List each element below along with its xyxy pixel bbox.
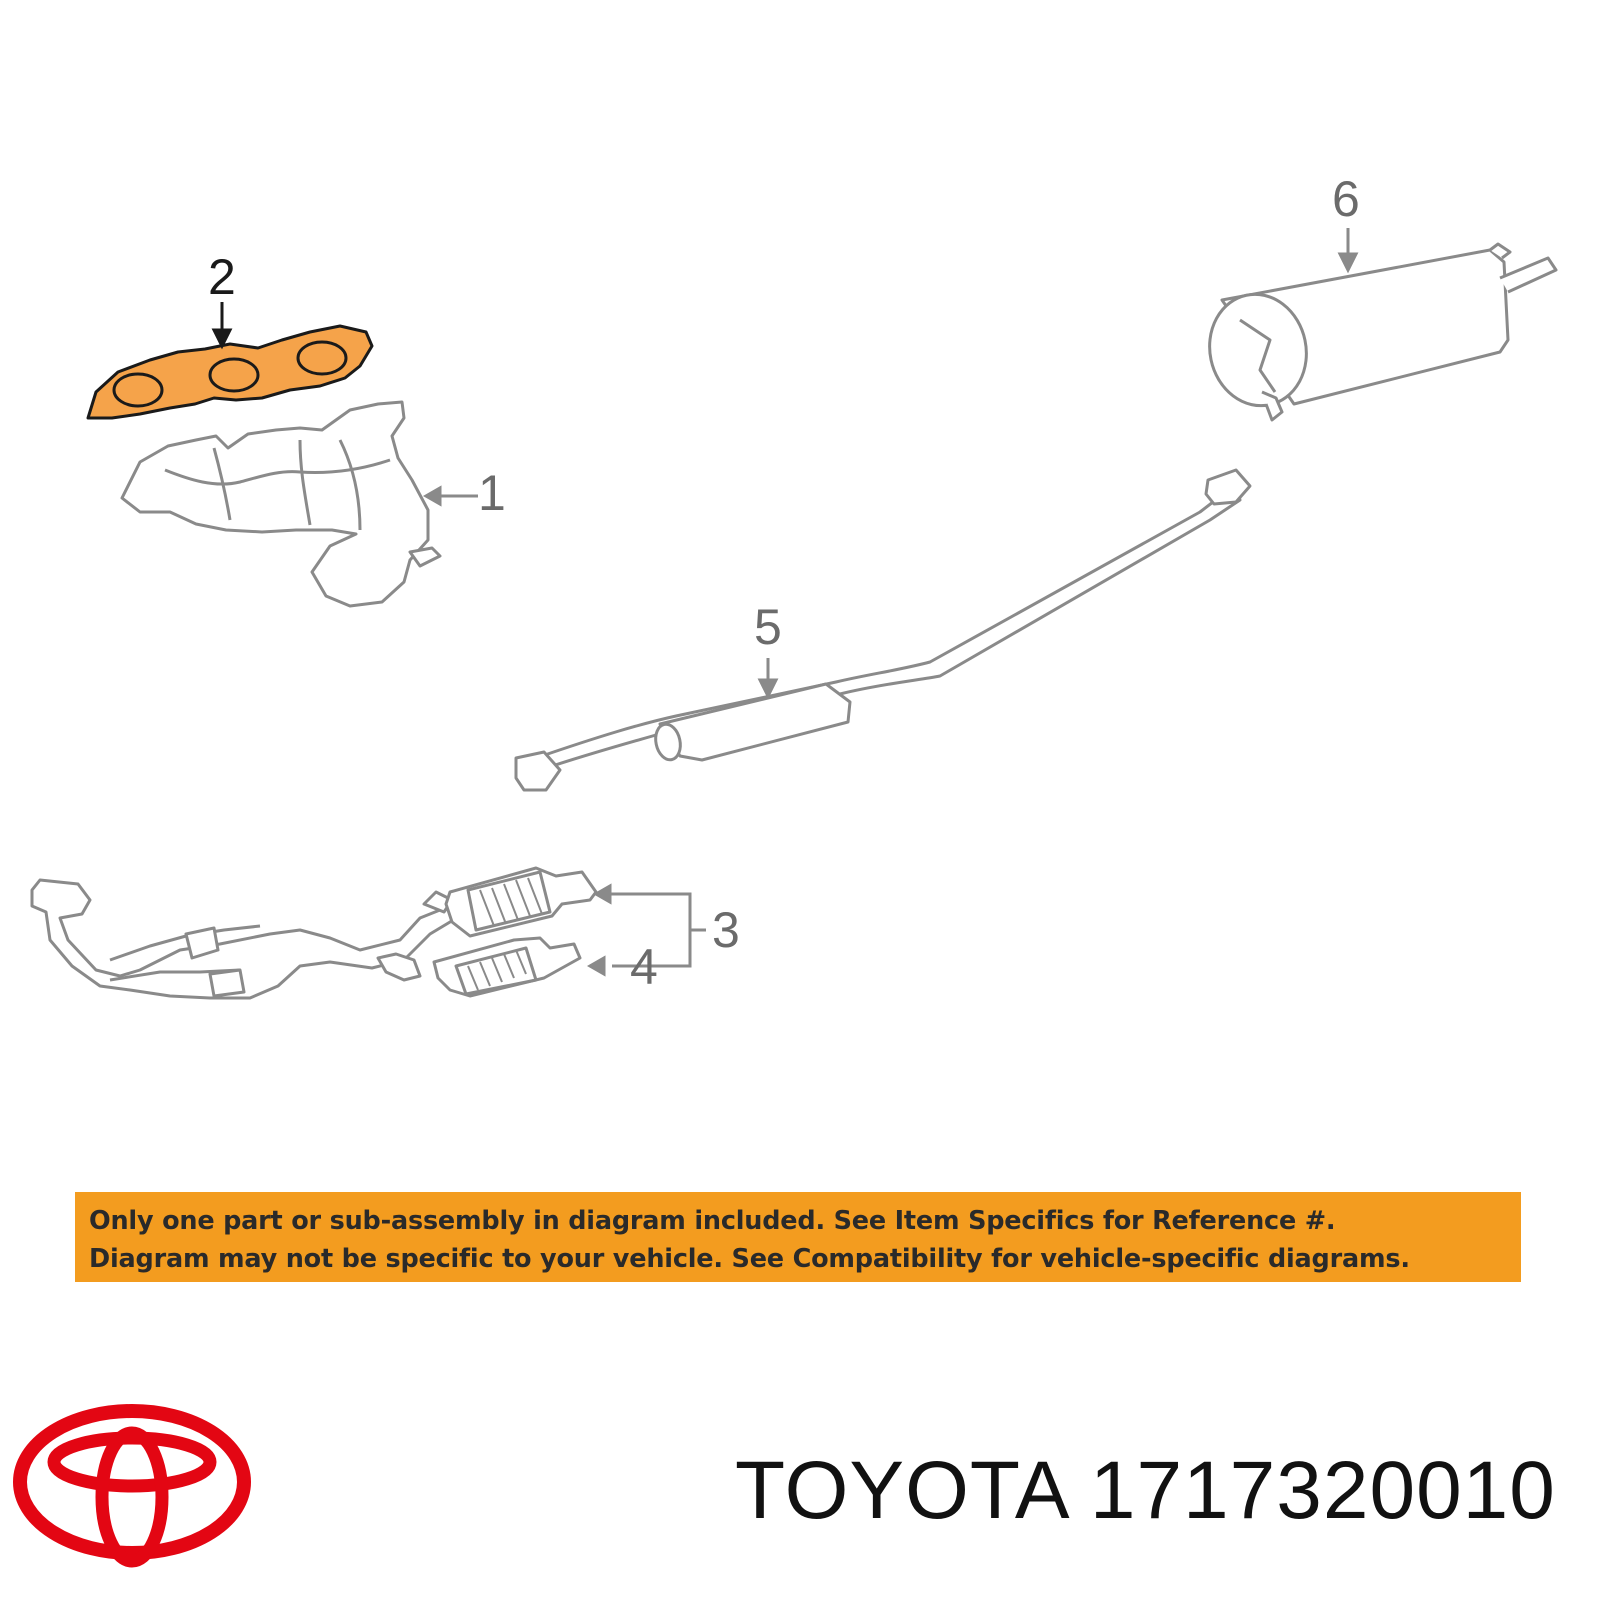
callout-1-arrow xyxy=(422,485,478,507)
part-2-manifold-gasket[interactable] xyxy=(86,324,374,420)
callout-1-label: 1 xyxy=(478,465,506,521)
part-3-catalytic-converter[interactable] xyxy=(444,866,598,938)
callout-5-arrow xyxy=(757,658,779,700)
part-6-tailpipe-muffler[interactable] xyxy=(1199,242,1558,422)
brand-name: TOYOTA xyxy=(735,1445,1067,1536)
toyota-logo-icon xyxy=(13,1404,251,1568)
callout-6-label: 6 xyxy=(1332,171,1360,227)
disclaimer-line-2: Diagram may not be specific to your vehi… xyxy=(89,1244,1410,1274)
callout-5-label: 5 xyxy=(754,599,782,655)
part-4-catalytic-converter[interactable] xyxy=(432,936,582,998)
front-pipe-assembly[interactable] xyxy=(30,878,462,1000)
callout-4-label: 4 xyxy=(630,939,658,995)
part-number: 1717320010 xyxy=(1089,1445,1556,1536)
callout-3-label: 3 xyxy=(712,902,740,958)
disclaimer-banner: Only one part or sub-assembly in diagram… xyxy=(75,1192,1521,1282)
callout-6-arrow xyxy=(1337,228,1359,274)
disclaimer-line-1: Only one part or sub-assembly in diagram… xyxy=(89,1206,1336,1236)
callout-2-label: 2 xyxy=(208,249,236,305)
callout-3-4-bracket xyxy=(586,883,706,977)
brand-part-number: TOYOTA 1717320010 xyxy=(735,1444,1556,1538)
part-1-exhaust-manifold[interactable] xyxy=(120,400,442,608)
part-5-center-pipe[interactable] xyxy=(514,468,1252,792)
callout-2-arrow xyxy=(211,302,233,350)
